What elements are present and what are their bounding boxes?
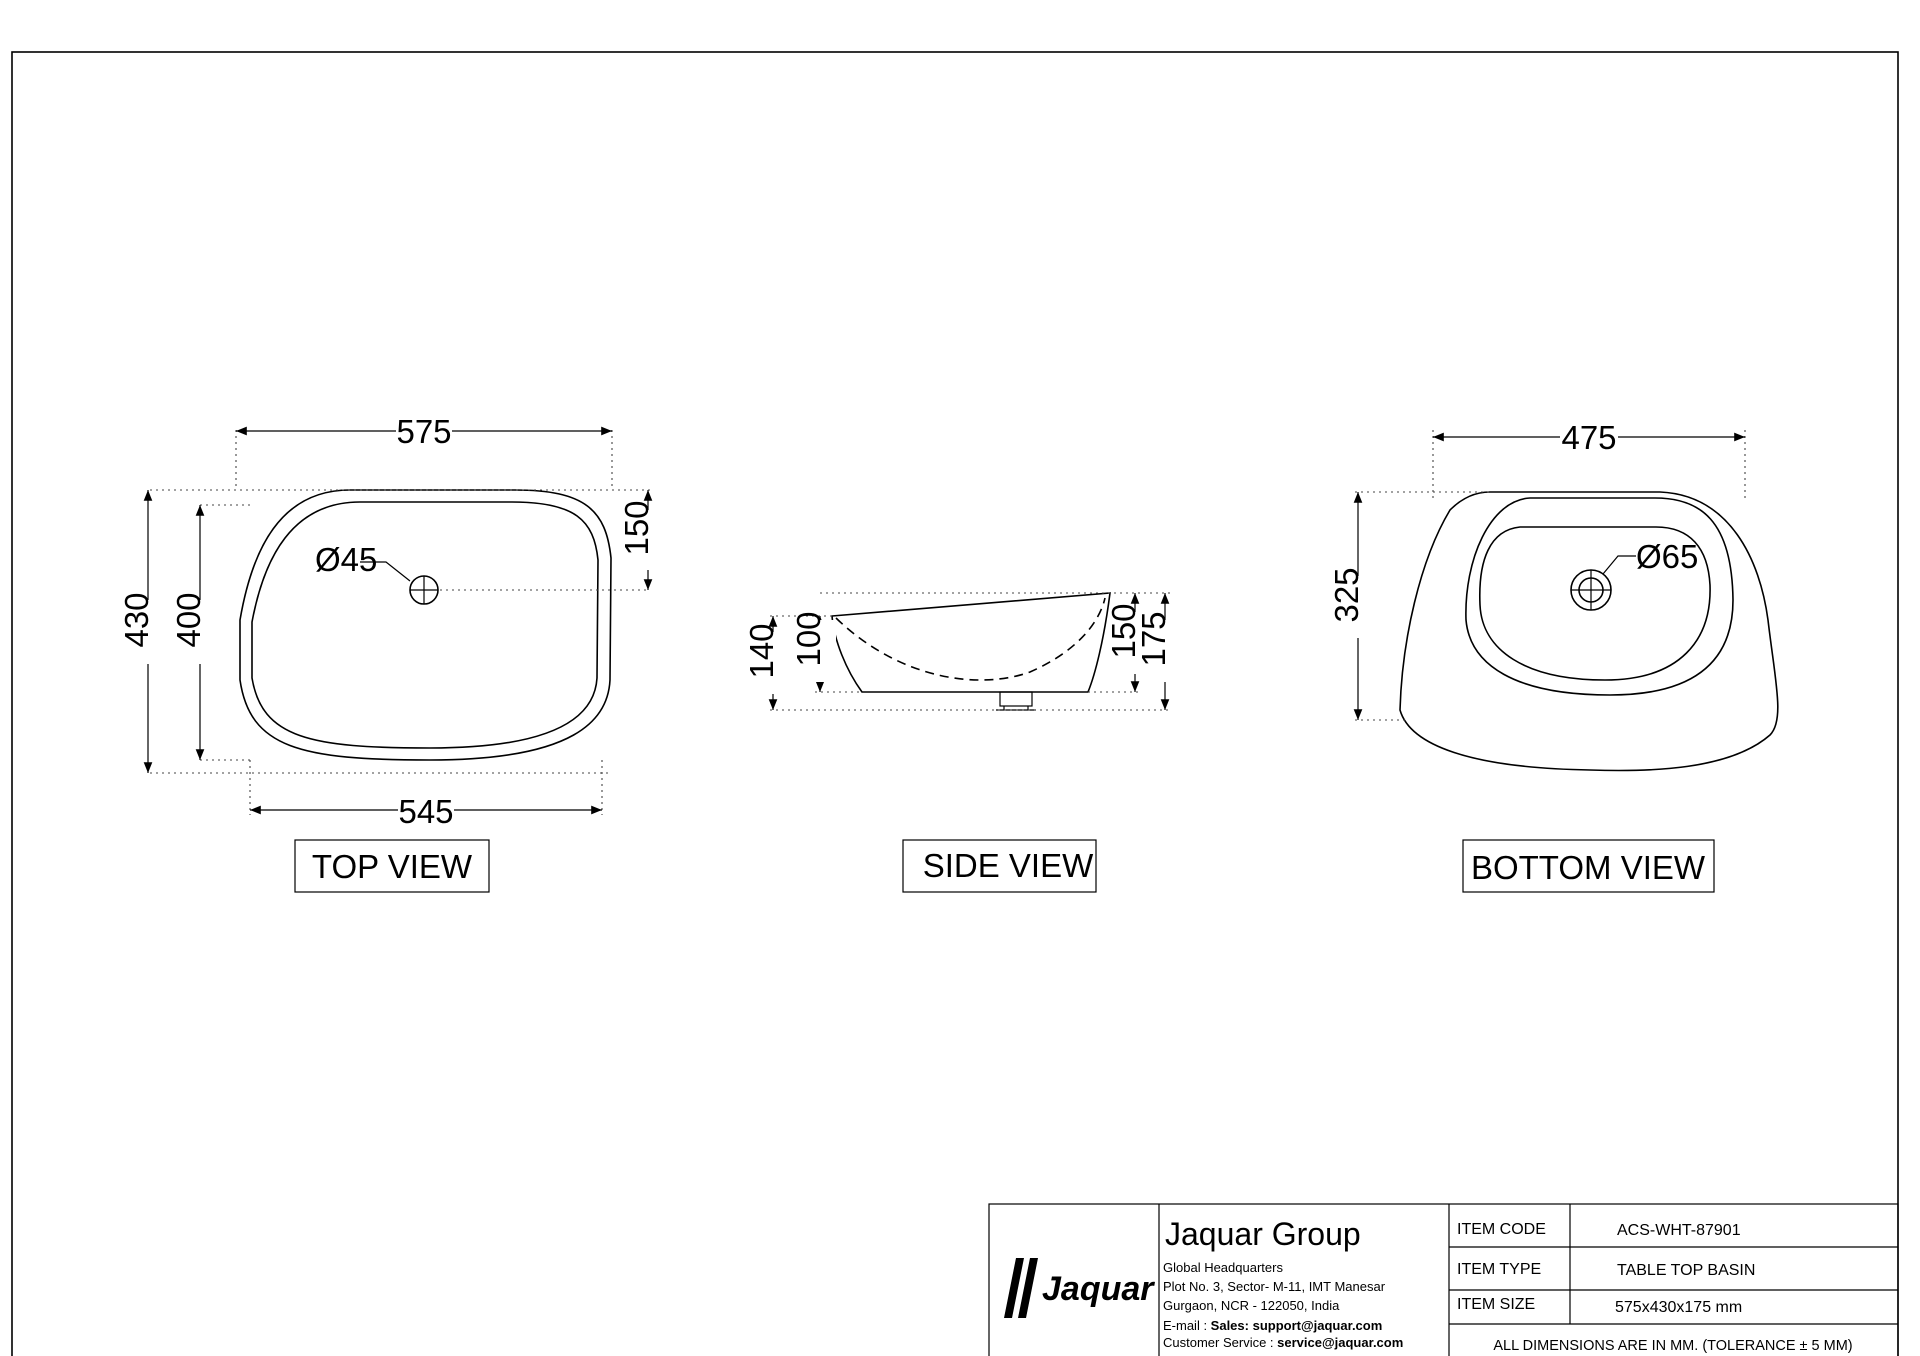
top-view-hole-diameter: Ø45 — [315, 541, 377, 578]
bottom-view-hole-diameter: Ø65 — [1636, 538, 1698, 575]
top-view-height-outer: 430 — [118, 592, 155, 647]
side-view-dim-150: 150 — [1105, 603, 1142, 658]
side-view-dim-140: 140 — [743, 623, 780, 678]
address-line-2: Plot No. 3, Sector- M-11, IMT Manesar — [1163, 1279, 1386, 1294]
item-type-value: TABLE TOP BASIN — [1617, 1262, 1755, 1279]
top-view-width-bottom: 545 — [398, 793, 453, 830]
side-view-label-box — [902, 839, 1097, 893]
dimensions-note: ALL DIMENSIONS ARE IN MM. (TOLERANCE ± 5… — [1493, 1338, 1852, 1354]
top-view-label-box — [294, 839, 490, 893]
logo-wordmark: Jaquar — [1042, 1270, 1155, 1308]
bottom-view-label-box — [1462, 839, 1715, 893]
bottom-view-inner-ring — [1465, 497, 1734, 696]
top-view-label: TOP VIEW — [312, 848, 473, 885]
bottom-view-width: 475 — [1561, 419, 1616, 456]
jaquar-logo: Jaquar — [1004, 1258, 1155, 1318]
bottom-view-height: 325 — [1328, 567, 1365, 622]
item-code-value: ACS-WHT-87901 — [1617, 1222, 1741, 1239]
address-line-1: Global Headquarters — [1163, 1260, 1283, 1275]
bottom-view-label: BOTTOM VIEW — [1471, 849, 1706, 886]
item-size-value: 575x430x175 mm — [1615, 1299, 1742, 1316]
email-line: E-mail : Sales: support@jaquar.com — [1163, 1318, 1382, 1333]
bottom-view-inner-basin — [1479, 526, 1711, 681]
side-view-dim-175: 175 — [1135, 611, 1172, 666]
side-view-waste-outlet — [999, 691, 1033, 707]
top-view-width-top: 575 — [396, 413, 451, 450]
service-line: Customer Service : service@jaquar.com — [1163, 1335, 1403, 1350]
top-view-basin-inner — [251, 501, 599, 749]
item-code-label: ITEM CODE — [1457, 1221, 1546, 1238]
side-view-basin-outline — [831, 592, 1111, 693]
item-size-label: ITEM SIZE — [1457, 1296, 1535, 1313]
top-view-height-inner: 400 — [170, 592, 207, 647]
side-view-dim-100: 100 — [790, 611, 827, 666]
item-type-label: ITEM TYPE — [1457, 1261, 1541, 1278]
top-view: Ø45 575 545 430 400 150 TOP VIEW — [118, 413, 664, 893]
side-view: 140 100 150 175 SIDE VIEW — [743, 592, 1181, 893]
bottom-view: Ø65 475 325 BOTTOM VIEW — [1328, 419, 1779, 893]
company-name: Jaquar Group — [1165, 1216, 1361, 1252]
side-view-label: SIDE VIEW — [923, 847, 1094, 884]
drawing-border — [11, 51, 1899, 1356]
side-view-bowl-hidden-line — [835, 597, 1106, 681]
title-block: Jaquar Jaquar Group Global Headquarters … — [988, 1203, 1899, 1356]
top-view-basin-outer — [239, 489, 612, 761]
address-line-3: Gurgaon, NCR - 122050, India — [1163, 1298, 1340, 1313]
top-view-hole-offset: 150 — [618, 500, 655, 555]
bottom-view-outer-profile — [1399, 491, 1779, 772]
